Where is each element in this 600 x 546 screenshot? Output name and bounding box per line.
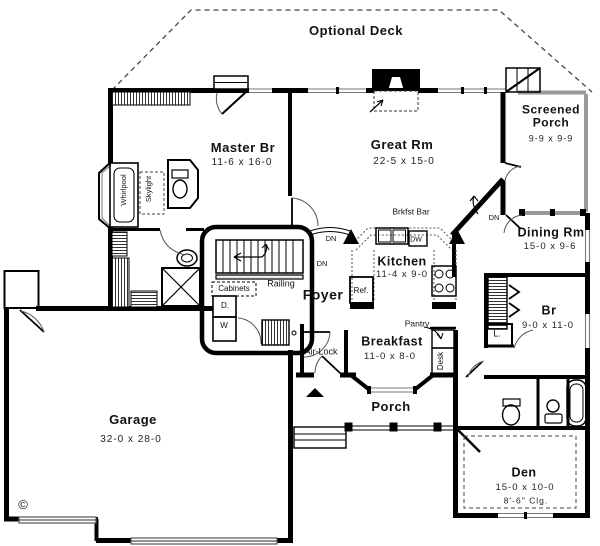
label-den-name: Den xyxy=(511,465,537,480)
label-copyright-mark: © xyxy=(18,497,28,513)
hall-bath xyxy=(485,323,587,427)
laundry-area xyxy=(211,281,262,345)
label-dn-foyer: DN xyxy=(325,234,337,244)
label-br-dims: 9-0 x 11-0 xyxy=(521,320,575,332)
label-cabinets: Cabinets xyxy=(218,283,250,293)
kitchen-fixtures xyxy=(343,227,465,309)
stair-block xyxy=(199,224,315,356)
master-bath xyxy=(109,159,201,307)
label-great-rm-name: Great Rm xyxy=(370,137,434,153)
windows-right-wall xyxy=(584,230,591,348)
label-great-rm-dims: 22-5 x 15-0 xyxy=(373,155,435,167)
label-air-lock: Air-Lock xyxy=(304,346,338,357)
front-porch xyxy=(293,388,455,449)
closets-hatched xyxy=(111,91,521,346)
label-dn-dining: DN xyxy=(488,213,500,223)
label-dining-rm-dims: 15-0 x 9-6 xyxy=(523,241,577,253)
label-porch: Porch xyxy=(371,399,411,415)
label-pantry: Pantry xyxy=(404,318,430,329)
label-washer: W xyxy=(220,320,228,330)
label-dn-stairs: DN xyxy=(316,259,328,269)
label-linen: L. xyxy=(493,328,501,339)
label-den-clg: 8'-6" Clg. xyxy=(503,495,549,506)
level-change-markers xyxy=(309,99,479,236)
label-screened-porch-dims: 9-9 x 9-9 xyxy=(528,133,574,144)
label-railing: Railing xyxy=(267,278,295,289)
label-master-br-dims: 11-6 x 16-0 xyxy=(211,156,273,168)
label-breakfast-dims: 11-0 x 8-0 xyxy=(363,351,417,363)
label-foyer: Foyer xyxy=(302,286,344,303)
label-den-dims: 15-0 x 10-0 xyxy=(495,482,555,494)
door-swings xyxy=(19,197,534,453)
label-whirlpool: Whirlpool xyxy=(119,174,129,206)
den-details xyxy=(463,435,577,519)
fireplace xyxy=(372,69,420,112)
label-desk: Desk xyxy=(435,351,445,371)
label-brkfst-bar: Brkfst Bar xyxy=(392,206,430,217)
screened-porch-structure xyxy=(500,67,588,234)
staircase xyxy=(215,239,304,280)
label-master-br-name: Master Br xyxy=(210,140,276,156)
label-kitchen-dims: 11-4 x 9-0 xyxy=(375,269,429,281)
label-breakfast-name: Breakfast xyxy=(361,334,423,349)
optional-deck-outline xyxy=(111,9,593,93)
master-deck-door xyxy=(213,75,249,115)
label-dryer: D. xyxy=(221,300,229,310)
label-garage-dims: 32-0 x 28-0 xyxy=(100,433,162,445)
label-dw: DW xyxy=(410,236,422,244)
label-ref: Ref. xyxy=(353,285,369,295)
label-skylight: Skylight xyxy=(144,175,154,203)
label-optional-deck: Optional Deck xyxy=(309,23,403,39)
pantry-desk xyxy=(423,326,455,376)
label-kitchen-name: Kitchen xyxy=(377,254,427,269)
label-br-name: Br xyxy=(541,303,557,318)
label-dining-rm-name: Dining Rm xyxy=(517,225,585,240)
label-garage-name: Garage xyxy=(109,412,157,428)
label-screened-porch-name: Screened Porch xyxy=(521,102,581,129)
windows-top-wall xyxy=(249,87,506,94)
